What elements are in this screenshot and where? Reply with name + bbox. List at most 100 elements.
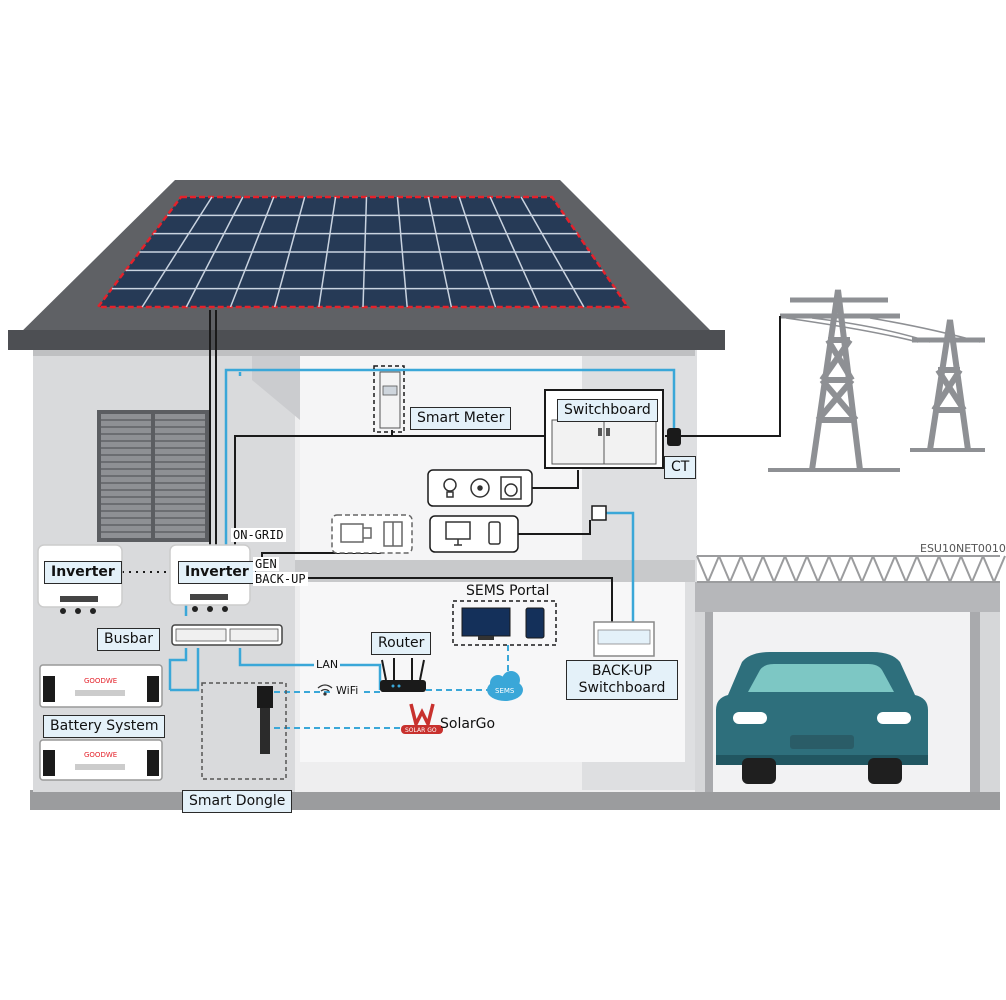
truss-member [894, 555, 907, 583]
washing-machine-icon [500, 476, 522, 500]
blue-power-lines [168, 368, 676, 692]
gen-tag: GEN [253, 557, 279, 571]
panel-col-line [273, 196, 306, 308]
panel-col-line [489, 196, 541, 308]
panel-col-line [185, 196, 244, 308]
truss-member [916, 555, 929, 583]
fan-icon [470, 478, 490, 498]
panel-col-line [141, 196, 213, 308]
truss-member [883, 555, 896, 583]
car-icon [716, 652, 928, 784]
truss-member [927, 555, 940, 583]
wall-shadow [252, 350, 300, 420]
phone-icon [488, 521, 501, 545]
monitor-icon [445, 521, 471, 546]
sems-cloud-text: SEMS [495, 687, 515, 695]
truss-member [872, 555, 885, 583]
panel-col-line [520, 196, 585, 308]
truss-member [828, 555, 841, 583]
sems-portal-title: SEMS Portal [466, 583, 550, 599]
ground-strip [30, 790, 1000, 810]
truss-member [905, 555, 918, 583]
panel-col-line [458, 196, 497, 308]
garage-roof-slab [695, 582, 1000, 612]
panel-col-line [229, 196, 275, 308]
solar-panel-cells [111, 196, 616, 308]
roof-eave [8, 330, 725, 350]
smart-meter-device [373, 365, 405, 433]
truss-member [784, 555, 797, 583]
solargo-badge-text: SOLAR GO [405, 727, 437, 734]
panel-col-line [318, 196, 337, 308]
generator-icon [340, 523, 372, 543]
portal-monitor-icon [461, 607, 511, 640]
on-grid-tag: ON-GRID [231, 528, 286, 542]
truss-member [850, 555, 863, 583]
cloud-icon [487, 671, 523, 701]
backup-switchboard-device [593, 621, 655, 657]
truss-member [751, 555, 764, 583]
door-icon [383, 521, 403, 547]
garage-opening-frame [705, 612, 713, 792]
truss-member [762, 555, 775, 583]
panel-col-line [396, 196, 408, 308]
battery-module-bottom [39, 739, 163, 781]
portal-phone-icon [525, 607, 545, 639]
truss-member [773, 555, 786, 583]
truss-member [971, 555, 984, 583]
truss-member [938, 555, 951, 583]
truss-member [740, 555, 753, 583]
truss-member [696, 555, 709, 583]
truss-member [718, 555, 731, 583]
panel-col-line [427, 196, 453, 308]
truss-member [982, 555, 995, 583]
truss-member [960, 555, 973, 583]
truss-member [839, 555, 852, 583]
lightbulb-icon [443, 478, 457, 498]
solargo-logo-icon [401, 703, 443, 734]
smart-dongle-label: Smart Dongle [182, 790, 293, 813]
smart-dongle-device [257, 686, 273, 754]
truss-member [861, 555, 874, 583]
solargo-text: SolarGo [440, 716, 496, 732]
garage-opening-frame-right [970, 612, 980, 792]
backup-switchboard-label: BACK-UP Switchboard [566, 660, 678, 700]
wifi-icon [317, 684, 333, 696]
battery-module-top [39, 664, 163, 708]
truss-member [729, 555, 742, 583]
router-device [380, 658, 426, 692]
pylon-icon [768, 289, 985, 472]
switchboard-label: Switchboard [557, 399, 658, 422]
roof-under [33, 350, 695, 356]
busbar-label: Busbar [97, 628, 160, 651]
truss-member [949, 555, 962, 583]
smart-dongle-area [201, 682, 287, 780]
battery-brand-top: GOODWE [84, 677, 117, 685]
router-label: Router [371, 632, 432, 655]
back-up-tag: BACK-UP [253, 572, 308, 586]
black-power-lines [209, 310, 781, 625]
load-group-electronics [429, 515, 519, 553]
comm-dashed-lines [274, 645, 509, 729]
battery-system-label: Battery System [43, 715, 166, 738]
load-group-generator [331, 514, 413, 554]
truss-member [806, 555, 819, 583]
backup-switchboard-line1: BACK-UP [591, 663, 653, 679]
wifi-text: WiFi [334, 684, 361, 697]
panel-col-line [362, 196, 368, 308]
battery-brand-bottom: GOODWE [84, 751, 117, 759]
inverter-2-label: Inverter [178, 561, 256, 584]
truss-member [707, 555, 720, 583]
inverter-1-label: Inverter [44, 561, 122, 584]
backup-switchboard-line2: Switchboard [578, 680, 666, 696]
power-wires [785, 317, 981, 343]
model-code-text: ESU10NET0010 [920, 542, 1006, 555]
upper-floor-slab [295, 560, 695, 582]
garage-truss [696, 555, 1006, 583]
truss-member [817, 555, 830, 583]
lan-text: LAN [314, 658, 341, 671]
busbar-device [171, 624, 283, 646]
wall-socket [591, 505, 607, 521]
ct-clamp [667, 428, 681, 446]
